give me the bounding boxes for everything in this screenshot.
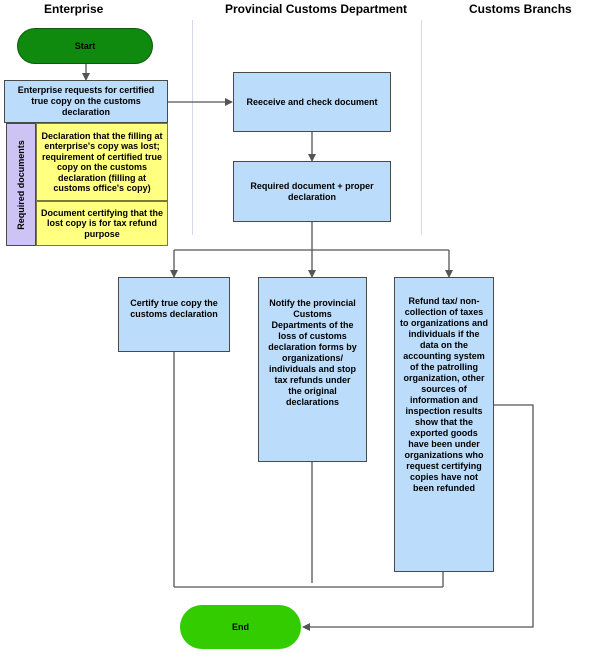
lane-header-provincial: Provincial Customs Department: [225, 2, 408, 16]
lane-separator-2: [421, 20, 422, 235]
lane-header-enterprise: Enterprise: [44, 2, 104, 16]
required-documents-label: Required documents: [6, 123, 36, 246]
document-certifying: Document certifying that the lost copy i…: [36, 201, 168, 246]
certify-box: Certify true copy the customs declaratio…: [118, 277, 230, 352]
arrow-refund-to-end: [302, 404, 534, 631]
document-declaration: Declaration that the filling at enterpri…: [36, 123, 168, 201]
refund-box: Refund tax/ non-collection of taxes to o…: [394, 277, 494, 572]
request-box: Enterprise requests for certified true c…: [4, 80, 168, 123]
lane-header-branches: Customs Branchs: [469, 2, 572, 16]
receive-check-box: Reeceive and check document: [233, 72, 391, 132]
end-node: End: [180, 605, 301, 649]
required-proper-box: Required document + proper declaration: [233, 161, 391, 222]
notify-box: Notify the provincial Customs Department…: [258, 277, 367, 462]
required-documents-text: Required documents: [16, 139, 26, 230]
lane-separator-1: [192, 20, 193, 235]
start-node: Start: [17, 28, 153, 64]
